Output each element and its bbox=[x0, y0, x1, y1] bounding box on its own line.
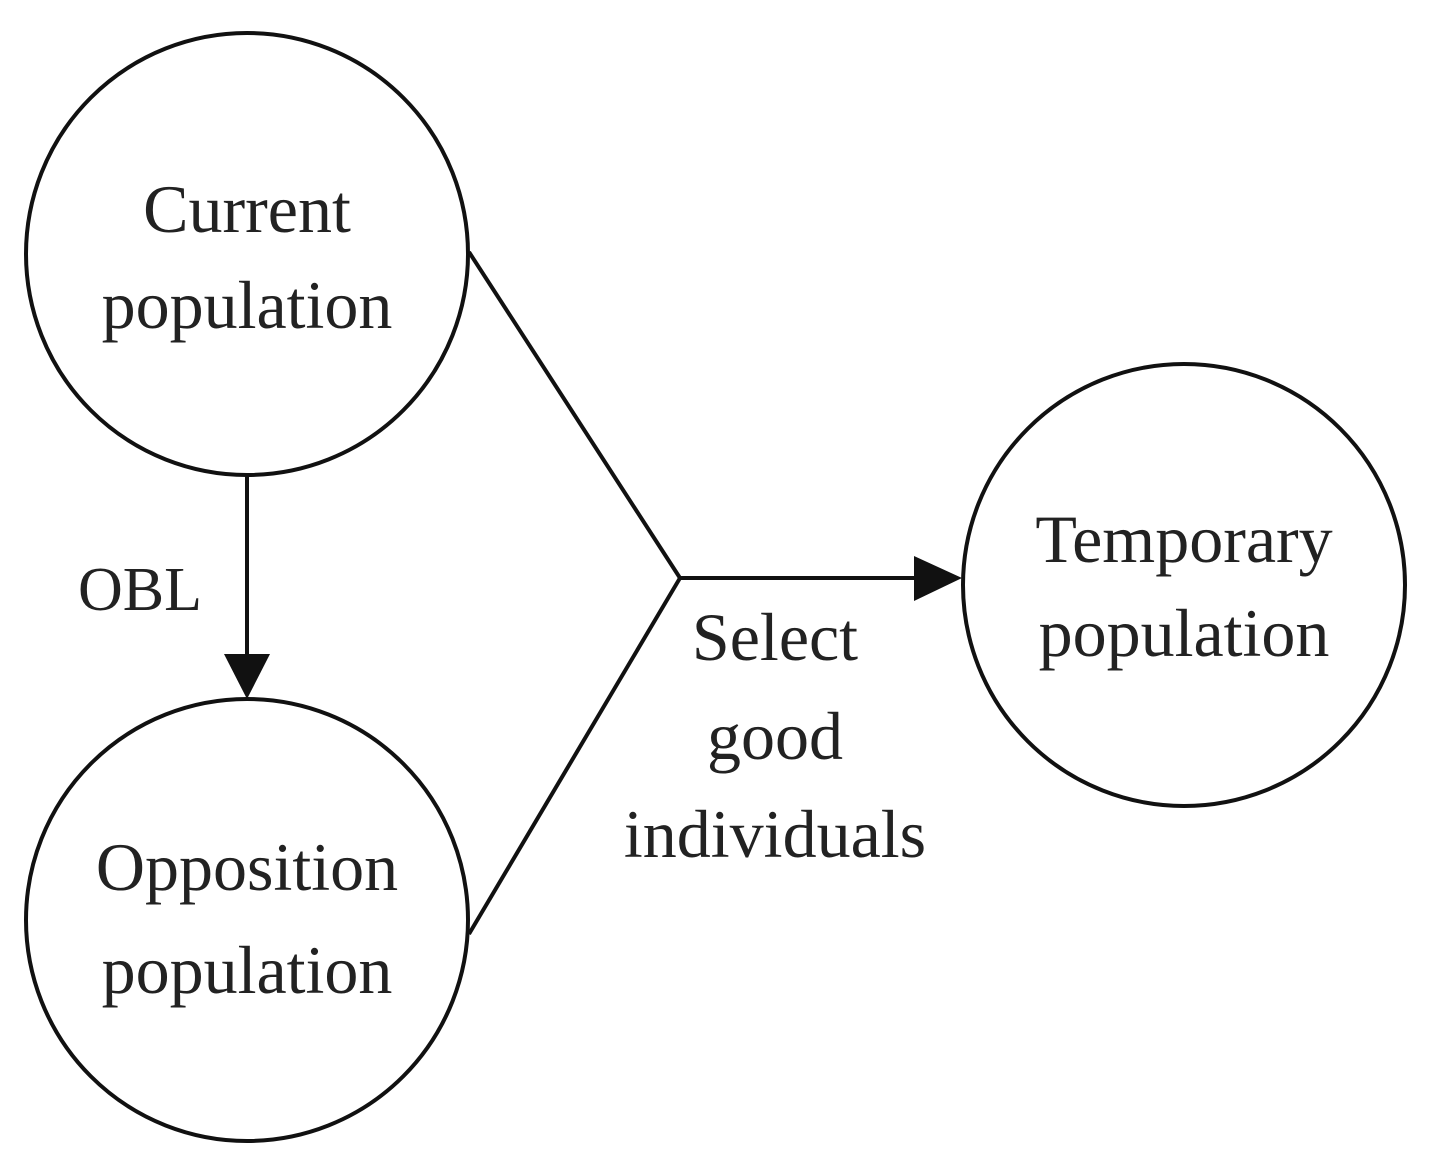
edge-select-good-individuals: Select good individuals bbox=[467, 250, 962, 936]
temporary-population-label-line2: population bbox=[1039, 595, 1330, 671]
current-population-label-line2: population bbox=[102, 267, 393, 343]
merge-line-from-current bbox=[467, 250, 682, 580]
temporary-population-circle bbox=[961, 362, 1407, 808]
select-arrowhead-icon bbox=[914, 556, 962, 601]
current-population-circle bbox=[24, 31, 470, 477]
opposition-population-circle bbox=[24, 697, 470, 1143]
node-current-population: Current population bbox=[24, 31, 470, 477]
merge-line-from-opposition bbox=[467, 576, 682, 936]
obl-label: OBL bbox=[78, 556, 202, 624]
select-label-line3: individuals bbox=[624, 796, 926, 872]
edge-obl: OBL bbox=[78, 476, 270, 699]
current-population-label-line1: Current bbox=[143, 171, 351, 247]
node-opposition-population: Opposition population bbox=[24, 697, 470, 1143]
opposition-population-label-line2: population bbox=[102, 932, 393, 1008]
select-label-line1: Select bbox=[692, 599, 858, 675]
temporary-population-label-line1: Temporary bbox=[1035, 501, 1332, 577]
obl-arrowhead-icon bbox=[224, 654, 270, 699]
opposition-population-label-line1: Opposition bbox=[96, 829, 398, 905]
node-temporary-population: Temporary population bbox=[961, 362, 1407, 808]
select-label-line2: good bbox=[707, 698, 843, 774]
